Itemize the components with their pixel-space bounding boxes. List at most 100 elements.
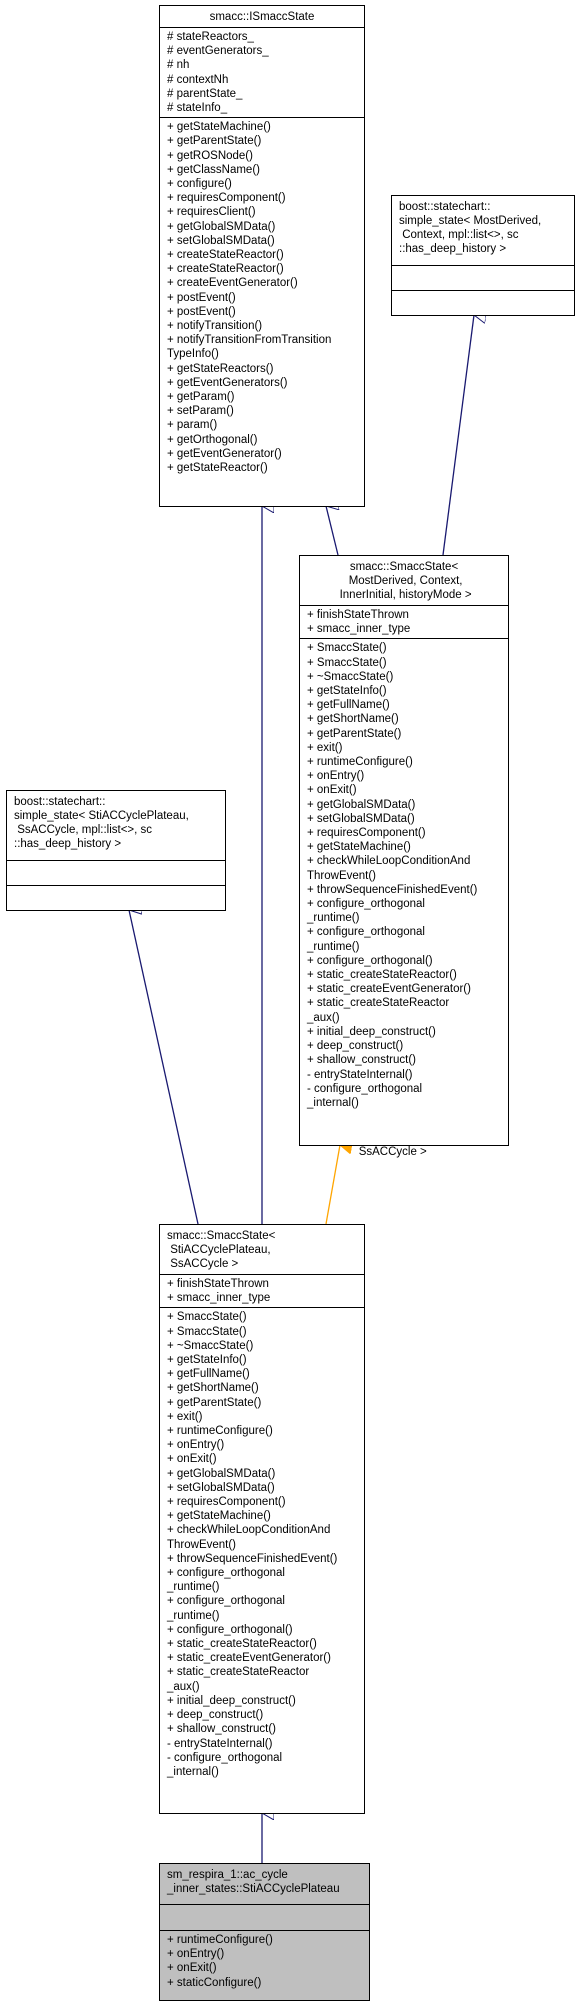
class-member: + param() bbox=[167, 419, 218, 432]
class-member: _runtime() bbox=[167, 1609, 220, 1622]
class-member: + requiresComponent() bbox=[167, 192, 286, 205]
class-member: + configure_orthogonal bbox=[307, 898, 425, 911]
class-member: # parentState_ bbox=[167, 87, 243, 100]
class-member: + getClassName() bbox=[167, 163, 260, 176]
class-member: + onExit() bbox=[167, 1962, 217, 1975]
class-member: + throwSequenceFinishedEvent() bbox=[167, 1552, 338, 1565]
attributes-section: + finishStateThrown+ smacc_inner_type bbox=[160, 1274, 364, 1307]
class-member: + configure() bbox=[167, 178, 232, 191]
class-member: + shallow_construct() bbox=[307, 1054, 416, 1067]
class-member: + getStateReactors() bbox=[167, 362, 274, 375]
class-smacc-state-template[interactable]: smacc::SmaccState< MostDerived, Context,… bbox=[299, 555, 509, 1146]
class-member: + getStateMachine() bbox=[307, 841, 411, 854]
class-member: - entryStateInternal() bbox=[167, 1737, 273, 1750]
class-member: + static_createStateReactor bbox=[307, 997, 450, 1010]
class-member: + runtimeConfigure() bbox=[167, 1425, 273, 1438]
class-member: + checkWhileLoopConditionAnd bbox=[307, 855, 471, 868]
attributes-section: # stateReactors_# eventGenerators_# nh# … bbox=[160, 27, 364, 117]
class-member: + setGlobalSMData() bbox=[307, 812, 415, 825]
class-member: # contextNh bbox=[167, 73, 229, 86]
class-member: + getOrthogonal() bbox=[167, 433, 258, 446]
class-member: + getShortName() bbox=[167, 1382, 259, 1395]
class-member: + static_createStateReactor bbox=[167, 1666, 310, 1679]
class-member: + configure_orthogonal() bbox=[307, 954, 433, 967]
class-member: # nh bbox=[167, 59, 190, 72]
class-member: + SmaccState() bbox=[307, 656, 387, 669]
class-member: + static_createEventGenerator() bbox=[167, 1652, 331, 1665]
class-title: boost::statechart:: simple_state< MostDe… bbox=[399, 201, 542, 255]
class-member: _internal() bbox=[307, 1096, 359, 1109]
class-member: + getStateMachine() bbox=[167, 121, 271, 134]
class-title: boost::statechart:: simple_state< StiACC… bbox=[14, 796, 189, 850]
class-member: + static_createStateReactor() bbox=[307, 969, 457, 982]
class-title: smacc::ISmaccState bbox=[209, 11, 315, 23]
class-title: smacc::SmaccState< StiACCyclePlateau, Ss… bbox=[167, 1230, 276, 1270]
class-ismacc-state[interactable]: smacc::ISmaccState # stateReactors_# eve… bbox=[159, 5, 365, 507]
class-member: + createStateReactor() bbox=[167, 263, 284, 276]
class-member: + exit() bbox=[307, 741, 343, 754]
class-member: _internal() bbox=[167, 1765, 219, 1778]
class-member: + finishStateThrown bbox=[167, 1278, 269, 1290]
class-member: + checkWhileLoopConditionAnd bbox=[167, 1524, 331, 1537]
methods-section: + SmaccState()+ SmaccState()+ ~SmaccStat… bbox=[300, 638, 508, 1112]
class-member: + throwSequenceFinishedEvent() bbox=[307, 883, 478, 896]
class-member: + getEventGenerators() bbox=[167, 376, 288, 389]
class-simple-state-specific[interactable]: boost::statechart:: simple_state< StiACC… bbox=[6, 790, 226, 911]
class-member: # stateInfo_ bbox=[167, 102, 228, 115]
class-member: + createStateReactor() bbox=[167, 249, 284, 262]
class-member: + staticConfigure() bbox=[167, 1976, 262, 1989]
class-member: + getFullName() bbox=[307, 699, 390, 712]
methods-section: + getStateMachine()+ getParentState()+ g… bbox=[160, 117, 364, 477]
class-member: + onExit() bbox=[167, 1453, 217, 1466]
edge-template-to-ismacc bbox=[326, 506, 338, 556]
class-member: # stateReactors_ bbox=[167, 31, 254, 43]
class-member: - configure_orthogonal bbox=[307, 1082, 423, 1095]
class-member: + shallow_construct() bbox=[167, 1723, 276, 1736]
class-member: + requiresComponent() bbox=[307, 827, 426, 840]
class-member: + SmaccState() bbox=[307, 642, 387, 655]
class-member: + configure_orthogonal bbox=[307, 926, 425, 939]
class-member: + getParentState() bbox=[167, 1396, 262, 1409]
class-member: + getParam() bbox=[167, 391, 235, 404]
class-member: + notifyTransition() bbox=[167, 320, 263, 333]
class-smacc-state-instance[interactable]: smacc::SmaccState< StiACCyclePlateau, Ss… bbox=[159, 1224, 365, 1814]
class-member: + ~SmaccState() bbox=[307, 670, 394, 683]
class-member: + onEntry() bbox=[167, 1948, 225, 1961]
class-simple-state-generic[interactable]: boost::statechart:: simple_state< MostDe… bbox=[391, 195, 575, 316]
class-member: + getFullName() bbox=[167, 1368, 250, 1381]
class-member: + setGlobalSMData() bbox=[167, 234, 275, 247]
attributes-section bbox=[7, 860, 225, 885]
class-member: + postEvent() bbox=[167, 305, 236, 318]
class-member: + smacc_inner_type bbox=[307, 623, 411, 636]
class-member: + ~SmaccState() bbox=[167, 1339, 254, 1352]
class-member: + setGlobalSMData() bbox=[167, 1481, 275, 1494]
class-member: + finishStateThrown bbox=[307, 609, 409, 621]
class-member: _runtime() bbox=[307, 940, 360, 953]
class-title: smacc::SmaccState< MostDerived, Context,… bbox=[339, 561, 472, 601]
attributes-section bbox=[392, 265, 574, 290]
class-title: sm_respira_1::ac_cycle _inner_states::St… bbox=[167, 1869, 340, 1895]
class-member: + runtimeConfigure() bbox=[307, 756, 413, 769]
class-member: + getROSNode() bbox=[167, 149, 253, 162]
class-member: _aux() bbox=[307, 1011, 340, 1024]
class-member: + configure_orthogonal() bbox=[167, 1623, 293, 1636]
class-member: + onExit() bbox=[307, 784, 357, 797]
class-member: + getParentState() bbox=[167, 135, 262, 148]
methods-section bbox=[392, 290, 574, 315]
class-member: + getGlobalSMData() bbox=[167, 1467, 276, 1480]
methods-section: + SmaccState()+ SmaccState()+ ~SmaccStat… bbox=[160, 1307, 364, 1781]
class-member: + notifyTransitionFromTransition bbox=[167, 334, 332, 347]
class-member: + SmaccState() bbox=[167, 1311, 247, 1324]
class-member: + runtimeConfigure() bbox=[167, 1934, 273, 1946]
class-member: _runtime() bbox=[167, 1581, 220, 1594]
methods-section: + runtimeConfigure() + onEntry()+ onExit(… bbox=[160, 1930, 369, 1992]
class-member: _runtime() bbox=[307, 912, 360, 925]
class-member: + requiresComponent() bbox=[167, 1496, 286, 1509]
class-sti-ac-cycle-plateau[interactable]: sm_respira_1::ac_cycle _inner_states::St… bbox=[159, 1863, 370, 2001]
class-member: - entryStateInternal() bbox=[307, 1068, 413, 1081]
edge-template-binding bbox=[325, 1145, 340, 1225]
class-member: # eventGenerators_ bbox=[167, 45, 269, 58]
methods-section bbox=[7, 885, 225, 910]
class-member: + getParentState() bbox=[307, 727, 402, 740]
